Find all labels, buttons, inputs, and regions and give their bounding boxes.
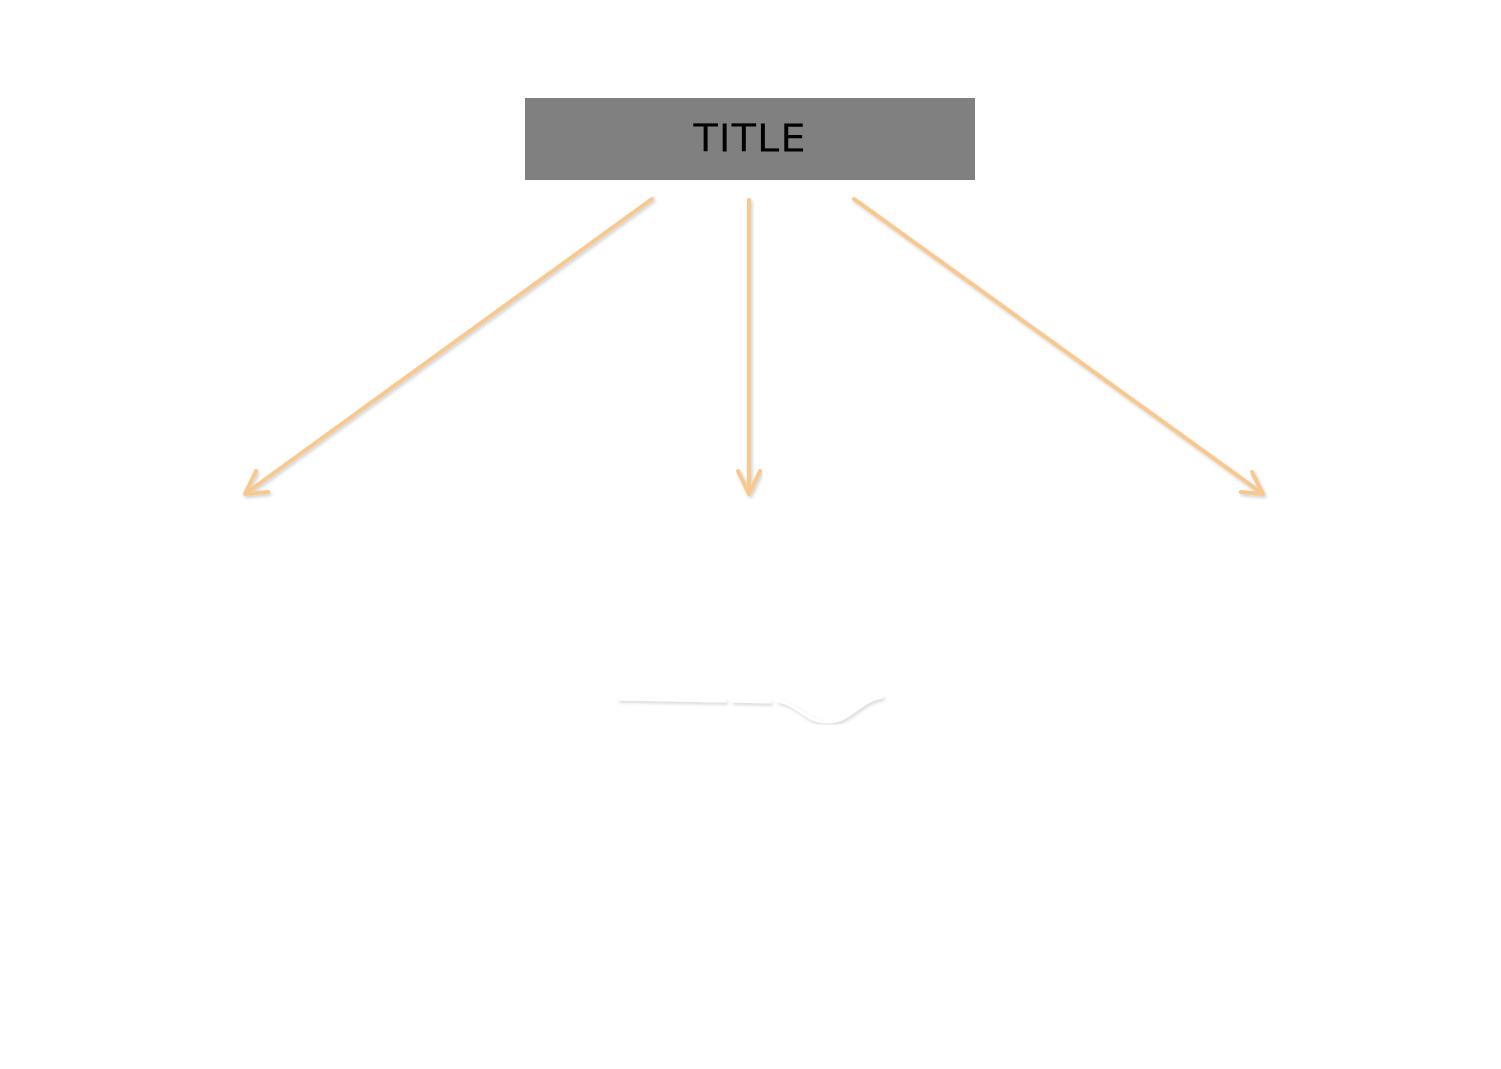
arrow-right-head <box>1239 470 1265 496</box>
faint-mark-center <box>617 695 884 724</box>
arrow-right <box>852 197 1265 496</box>
arrow-center <box>736 198 762 496</box>
arrow-left <box>243 197 654 496</box>
arrow-left-line <box>243 197 654 496</box>
arrow-right-line <box>852 197 1265 496</box>
arrow-left-head <box>243 469 270 496</box>
title-text: TITLE <box>693 117 807 161</box>
title-box: TITLE <box>525 98 975 180</box>
arrow-center-head <box>736 469 762 496</box>
